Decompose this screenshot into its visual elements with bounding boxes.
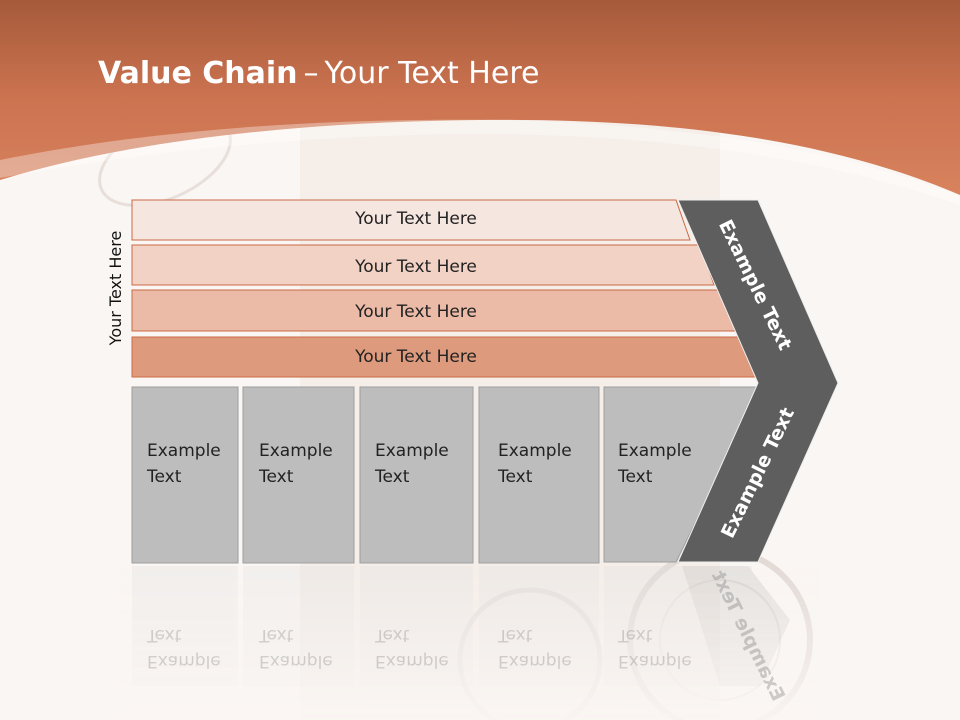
column-box-3: [359, 386, 474, 564]
column-label-4-reflection-line2: Text: [498, 625, 533, 645]
row-label-4: Your Text Here: [355, 347, 477, 367]
header-wave: [0, 119, 960, 205]
column-label-1-reflection-line1: Example: [147, 651, 221, 671]
row-label-1: Your Text Here: [355, 209, 477, 229]
column-label-2-reflection-line2: Text: [259, 625, 294, 645]
column-label-5-reflection-line2: Text: [618, 625, 653, 645]
column-boxes: [131, 386, 763, 564]
column-label-3-reflection: Example Text: [375, 622, 449, 674]
column-label-4: Example Text: [498, 438, 572, 490]
column-label-1-line2: Text: [147, 467, 182, 487]
column-label-5-reflection-line1: Example: [618, 651, 692, 671]
column-label-2-reflection-line1: Example: [259, 651, 333, 671]
title-bold: Value Chain: [98, 56, 298, 91]
column-label-4-reflection: Example Text: [498, 622, 572, 674]
row-label-2: Your Text Here: [355, 257, 477, 277]
column-label-5-reflection: Example Text: [618, 622, 692, 674]
column-label-2: Example Text: [259, 438, 333, 490]
row-bar-1: [131, 199, 691, 241]
column-box-4: [478, 386, 600, 564]
column-label-2-reflection: Example Text: [259, 622, 333, 674]
column-label-4-line2: Text: [498, 467, 533, 487]
title-rest: Your Text Here: [324, 56, 540, 91]
column-label-5: Example Text: [618, 438, 692, 490]
column-label-1: Example Text: [147, 438, 221, 490]
reflection-fade: [120, 560, 820, 720]
row-bar-2: [131, 244, 715, 286]
title-separator: –: [303, 56, 319, 91]
column-label-1-line1: Example: [147, 441, 221, 461]
column-label-1-reflection: Example Text: [147, 622, 221, 674]
column-label-3-reflection-line2: Text: [375, 625, 410, 645]
column-label-4-reflection-line1: Example: [498, 651, 572, 671]
column-label-2-line2: Text: [259, 467, 294, 487]
column-label-5-line1: Example: [618, 441, 692, 461]
header-band: [0, 0, 960, 195]
row-bars: [131, 199, 763, 378]
column-label-3-line2: Text: [375, 467, 410, 487]
column-label-5-line2: Text: [618, 467, 653, 487]
column-label-1-reflection-line2: Text: [147, 625, 182, 645]
column-label-2-line1: Example: [259, 441, 333, 461]
chevron-arrow: [677, 199, 839, 563]
column-box-2: [242, 386, 355, 564]
page-title: Value Chain–Your Text Here: [98, 56, 539, 91]
side-label: Your Text Here: [106, 230, 125, 346]
column-label-3-reflection-line1: Example: [375, 651, 449, 671]
row-label-3: Your Text Here: [355, 302, 477, 322]
column-label-4-line1: Example: [498, 441, 572, 461]
column-label-3-line1: Example: [375, 441, 449, 461]
column-label-3: Example Text: [375, 438, 449, 490]
column-box-1: [131, 386, 239, 564]
